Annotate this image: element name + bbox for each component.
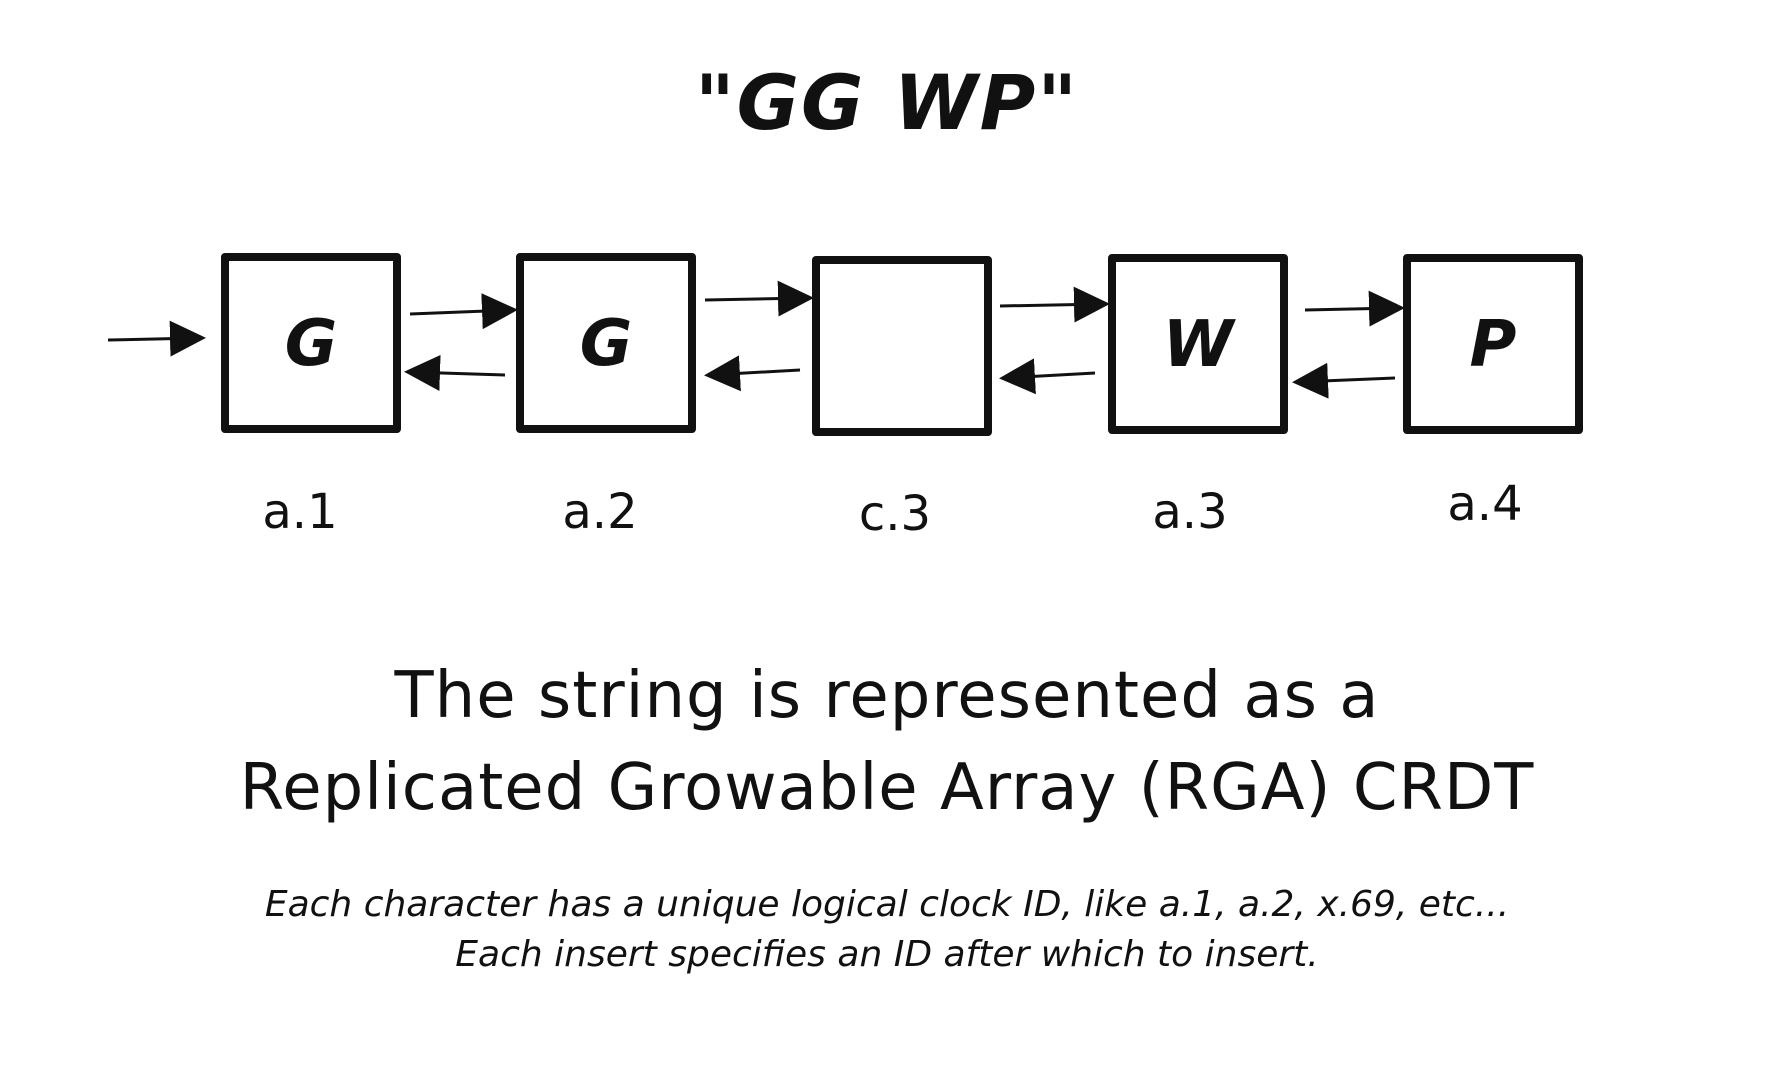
node-id-label: c.3	[859, 486, 931, 542]
node-4: W a.3	[1108, 254, 1288, 540]
node-id-label: a.4	[1447, 476, 1522, 532]
caption: Each character has a unique logical cloc…	[0, 880, 1774, 980]
caption-line-2: Each insert specifies an ID after which …	[455, 934, 1319, 975]
caption-line-1: Each character has a unique logical cloc…	[264, 884, 1510, 925]
node-5: P a.4	[1403, 254, 1583, 532]
prev-arrow	[704, 355, 801, 392]
next-arrow	[704, 280, 814, 317]
headline-line-1: The string is represented as a	[394, 659, 1380, 733]
node-char: G	[580, 307, 633, 381]
headline: The string is represented as a Replicate…	[0, 650, 1774, 834]
node-id-label: a.2	[562, 484, 637, 540]
headline-line-2: Replicated Growable Array (RGA) CRDT	[239, 751, 1535, 825]
next-arrow	[1304, 290, 1405, 327]
entry-arrow	[107, 320, 206, 357]
node-3: c.3	[812, 256, 992, 542]
node-2: G a.2	[516, 253, 696, 540]
prev-arrow	[1292, 362, 1396, 399]
rga-linked-list-diagram: G a.1 G a.2 c.3 W a.3 P a.4	[107, 253, 1583, 542]
next-arrow	[999, 286, 1110, 323]
prev-arrow	[999, 358, 1096, 395]
node-char: G	[285, 307, 338, 381]
node-1: G a.1	[221, 253, 401, 540]
node-box	[812, 256, 992, 436]
node-box	[516, 253, 696, 433]
node-box	[221, 253, 401, 433]
node-char: W	[1163, 308, 1237, 382]
diagram-title: "GG WP"	[695, 58, 1079, 147]
node-box	[1108, 254, 1288, 434]
node-char: P	[1470, 308, 1517, 382]
node-box	[1403, 254, 1583, 434]
node-id-label: a.1	[262, 484, 337, 540]
next-arrow	[409, 293, 518, 330]
prev-arrow	[404, 354, 506, 391]
node-id-label: a.3	[1152, 484, 1227, 540]
